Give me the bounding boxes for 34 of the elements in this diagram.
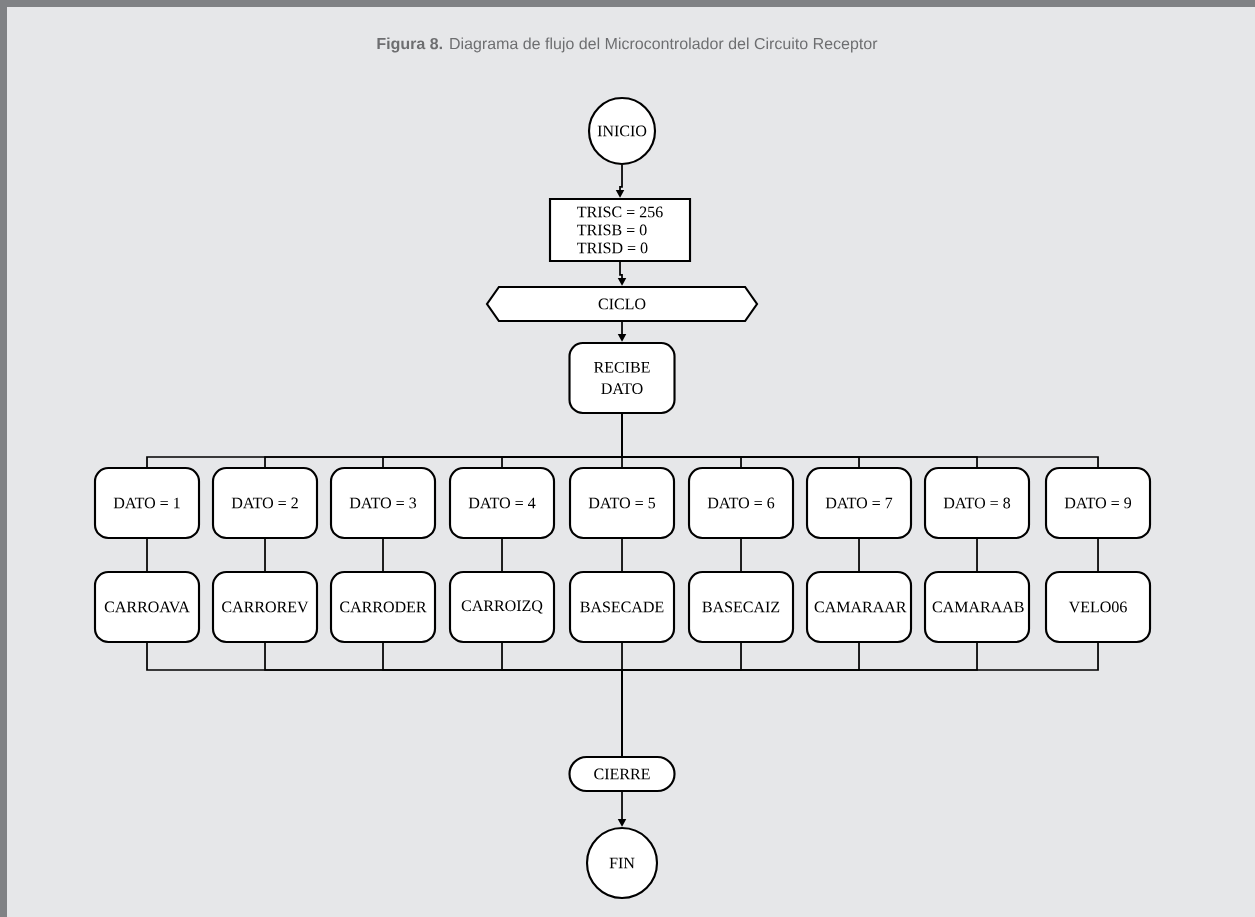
condition-box: DATO = 3 — [329, 466, 437, 540]
connector-line — [621, 413, 1099, 468]
condition-box: DATO = 4 — [448, 466, 556, 540]
subroutine-box: CAMARAAR — [805, 570, 913, 644]
condition-box: DATO = 5 — [568, 466, 676, 540]
condition-box: DATO = 6 — [687, 466, 795, 540]
connector-line — [858, 538, 860, 572]
condition-box: DATO = 2 — [211, 466, 319, 540]
connector-line — [976, 538, 978, 572]
connector-line — [740, 538, 742, 572]
condition-box: DATO = 8 — [923, 466, 1031, 540]
subroutine-box: CARROREV — [211, 570, 319, 644]
process-box: TRISC = 256 TRISB = 0 TRISD = 0 — [548, 197, 692, 263]
subroutine-box: VELO06 — [1044, 570, 1152, 644]
subroutine-box: CARROIZQ — [448, 570, 556, 644]
connector-line — [621, 538, 623, 572]
end-box: CIERRE — [568, 755, 676, 793]
subroutine-box: BASECADE — [568, 570, 676, 644]
connector-line — [382, 538, 384, 572]
connector-line — [1097, 538, 1099, 572]
subroutine-box: CARRODER — [329, 570, 437, 644]
figure-title: Figura 8. Diagrama de flujo del Microcontrolador del Circuito Receptor — [377, 37, 878, 53]
connector-line — [621, 642, 1099, 757]
subroutine-box: BASECAIZ — [687, 570, 795, 644]
connector-line — [264, 538, 266, 572]
subroutine-box: CAMARAAB — [923, 570, 1031, 644]
condition-box: DATO = 1 — [93, 466, 201, 540]
connector-line — [146, 538, 148, 572]
loop-hexagon: CICLO — [485, 285, 759, 323]
subroutine-box: CARROAVA — [93, 570, 201, 644]
condition-box: DATO = 9 — [1044, 466, 1152, 540]
connector-line — [501, 538, 503, 572]
process-box: RECIBE DATO — [568, 341, 676, 415]
condition-box: DATO = 7 — [805, 466, 913, 540]
